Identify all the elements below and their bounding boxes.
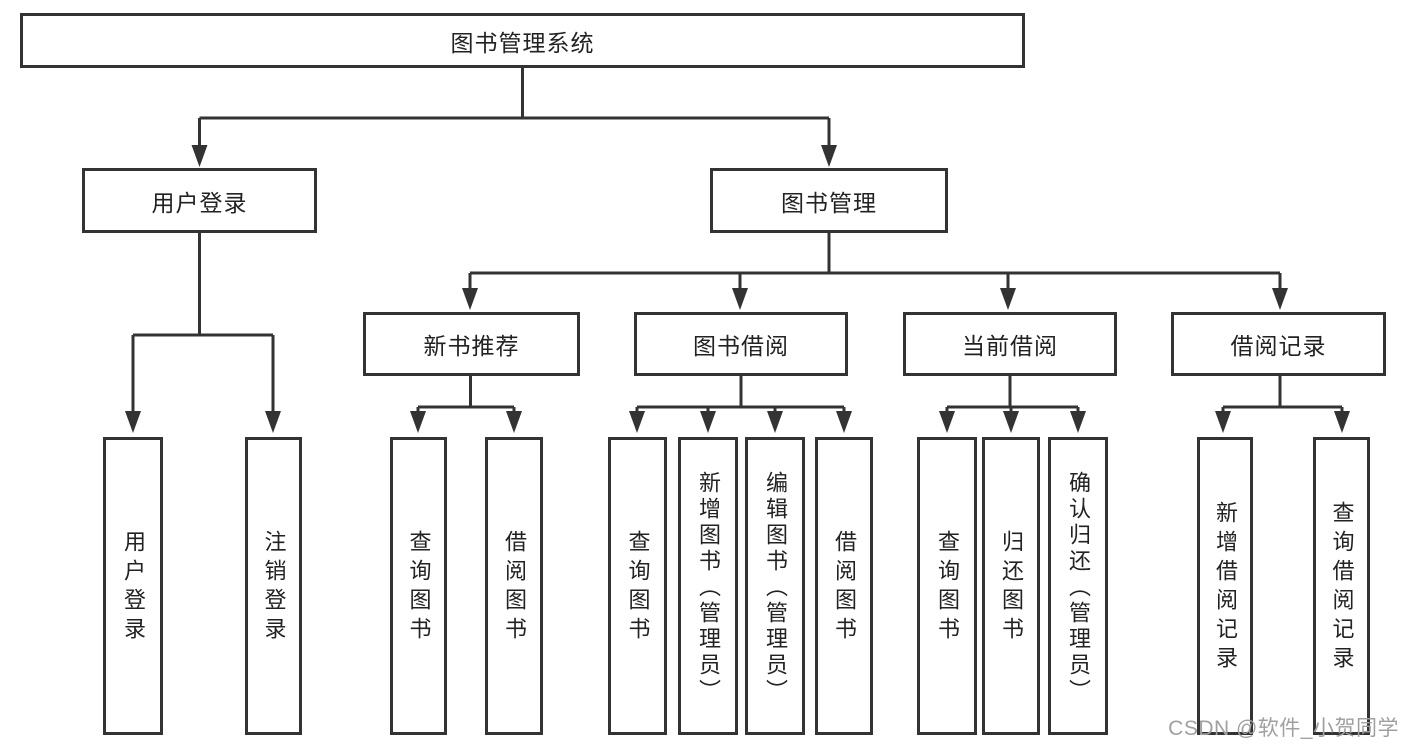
leaf-confirm-return-admin: 确认归还（管理员） xyxy=(1048,437,1108,735)
arrow-c2 xyxy=(1003,411,1019,433)
arrow-b2 xyxy=(700,411,716,433)
leaf-borrow-books-recommend: 借阅图书 xyxy=(485,437,543,735)
node-user-login: 用户登录 xyxy=(82,168,317,233)
leaf-borrow-books: 借阅图书 xyxy=(815,437,873,735)
arrow-rec1 xyxy=(1215,411,1231,433)
leaf-edit-books-admin: 编辑图书（管理员） xyxy=(745,437,805,735)
node-borrow-records: 借阅记录 xyxy=(1171,312,1386,376)
leaf-add-books-admin: 新增图书（管理员） xyxy=(678,437,738,735)
arrow-r2 xyxy=(506,411,522,433)
arrow-user-login xyxy=(191,145,208,167)
arrow-rec2 xyxy=(1334,411,1350,433)
node-book-management: 图书管理 xyxy=(710,168,948,233)
csdn-watermark: CSDN @软件_小贺同学 xyxy=(1168,717,1399,740)
leaf-query-books-current: 查询图书 xyxy=(917,437,977,735)
arrow-r1 xyxy=(410,411,426,433)
arrow-b1 xyxy=(629,411,645,433)
leaf-query-books-recommend: 查询图书 xyxy=(390,437,447,735)
arrow-records xyxy=(1272,288,1288,310)
leaf-user-login: 用户登录 xyxy=(103,437,163,735)
leaf-query-borrow-record: 查询借阅记录 xyxy=(1313,437,1370,735)
arrow-b4 xyxy=(836,411,852,433)
node-book-borrow: 图书借阅 xyxy=(634,312,848,376)
leaf-query-books-borrow: 查询图书 xyxy=(608,437,667,735)
node-current-borrow: 当前借阅 xyxy=(903,312,1117,376)
arrow-leaf-logout xyxy=(265,411,281,433)
arrow-book-management xyxy=(821,145,837,167)
arrowheads xyxy=(125,145,1350,433)
arrow-c3 xyxy=(1070,411,1086,433)
arrow-b3 xyxy=(767,411,783,433)
leaf-return-books: 归还图书 xyxy=(982,437,1040,735)
arrow-current xyxy=(1000,288,1016,310)
node-library-system: 图书管理系统 xyxy=(20,13,1025,68)
leaf-add-borrow-record: 新增借阅记录 xyxy=(1197,437,1253,735)
arrow-c1 xyxy=(939,411,955,433)
node-new-book-recommend: 新书推荐 xyxy=(363,312,580,376)
arrow-leaf-login xyxy=(125,411,141,433)
arrow-borrow xyxy=(732,288,748,310)
arrow-recommend xyxy=(462,288,478,310)
leaf-logout: 注销登录 xyxy=(245,437,302,735)
